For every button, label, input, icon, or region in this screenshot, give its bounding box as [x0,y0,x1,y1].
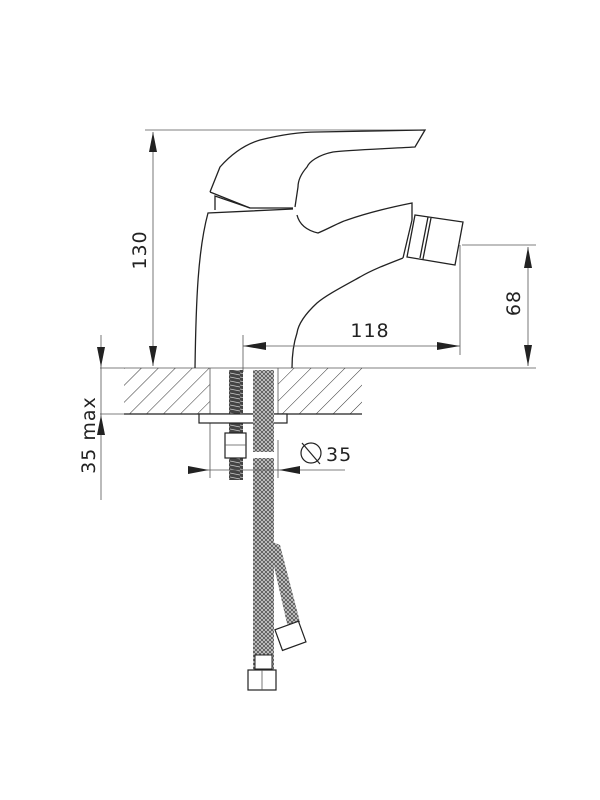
extension-lines [100,129,536,478]
lever-handle [209,129,427,209]
dimension-label-130: 130 [129,230,151,269]
diameter-icon: ∅ [300,442,322,465]
fixing-nut [224,432,247,459]
fixing-assembly [198,370,307,691]
dimension-diameter-35: ∅ 35 [188,442,352,474]
faucet-body [194,129,464,369]
hose [253,370,274,452]
dimension-118: 118 [243,320,460,350]
dimension-68: 68 [503,247,532,366]
dimension-label-35-max: 35 max [78,396,100,474]
dimension-35-max: 35 max [78,335,105,500]
dimension-label-68: 68 [503,290,525,316]
hose-connector-nut [274,620,307,652]
dimension-label-118: 118 [350,320,389,342]
dimension-label-diameter-35: 35 [326,444,352,466]
aerator-nozzle [406,214,464,266]
spout [291,202,413,369]
countertop-section [124,368,362,415]
hose-branch [268,540,300,628]
dimension-130: 130 [129,132,157,366]
